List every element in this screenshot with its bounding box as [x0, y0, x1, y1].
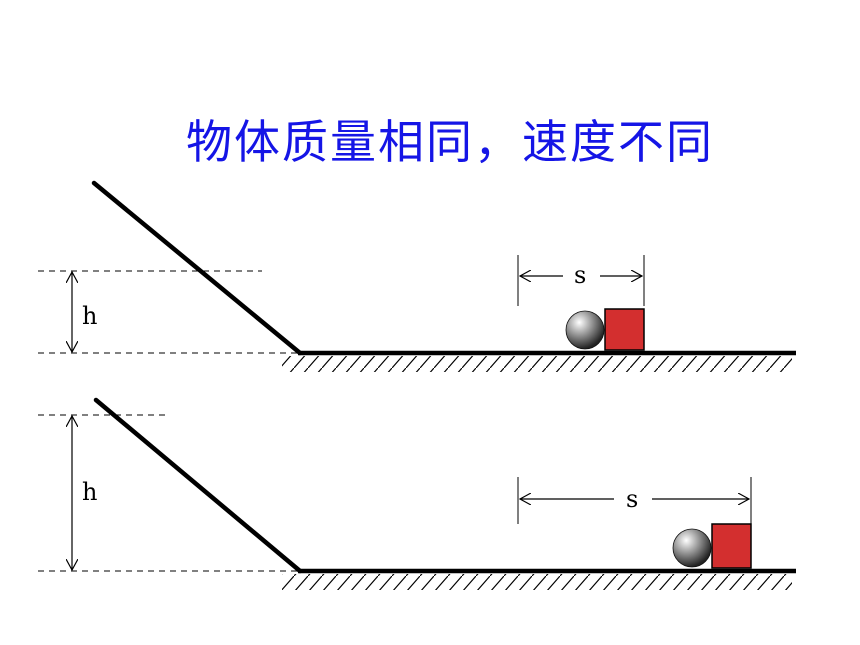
slide-title: 物体质量相同，速度不同: [186, 115, 714, 169]
bottom-ball: [672, 528, 712, 568]
bottom-setup: h s: [38, 397, 796, 590]
top-ramp: [91, 180, 303, 356]
top-setup: h s: [38, 180, 796, 372]
top-distance-label: s: [574, 261, 586, 289]
bottom-ground-hatching: [282, 574, 792, 590]
bottom-ramp: [93, 397, 303, 574]
bottom-distance-label: s: [626, 485, 638, 513]
top-block: [604, 308, 645, 351]
top-ball: [565, 310, 605, 350]
top-ground-hatching: [282, 356, 792, 372]
top-height-label: h: [82, 302, 97, 330]
bottom-height-label: h: [82, 478, 97, 506]
bottom-block: [711, 523, 752, 569]
